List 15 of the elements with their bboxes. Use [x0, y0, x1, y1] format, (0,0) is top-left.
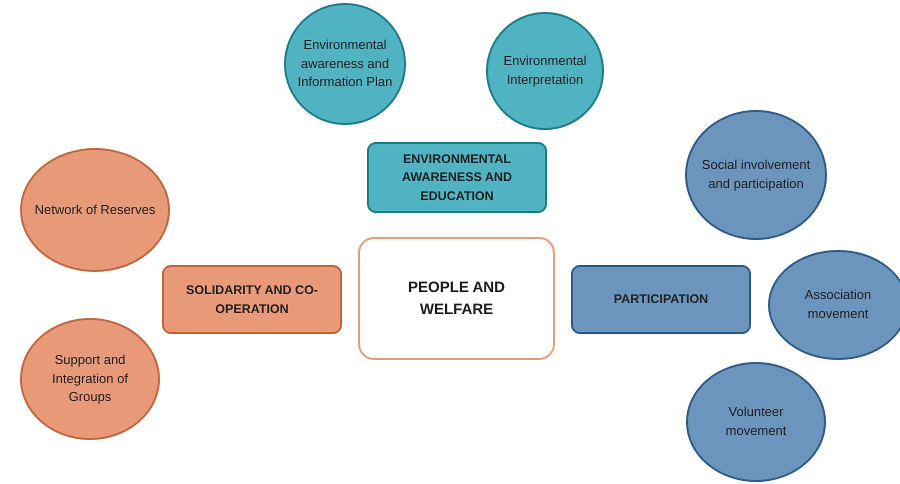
node-label: PEOPLE AND WELFARE [407, 278, 506, 320]
category-box [162, 265, 342, 334]
node-label: SOLIDARITY AND CO-OPERATION [185, 282, 319, 318]
node-label: PARTICIPATION [612, 291, 710, 308]
node-label: ENVIRONMENTAL AWARENESS AND EDUCATION [401, 151, 513, 205]
node-label: Association movement [804, 286, 872, 323]
node-label: Environmental Interpretation [502, 52, 588, 89]
category-box [367, 142, 547, 213]
node-label: Network of Reserves [34, 200, 156, 219]
central-box [358, 237, 555, 360]
category-box [571, 265, 751, 334]
node-label: Volunteer movement [724, 403, 788, 440]
node-label: Support and Integration of Groups [51, 350, 129, 406]
node-label: Social involvement and participation [700, 156, 812, 193]
node-label: Environmental awareness and Information Plan [296, 36, 394, 92]
